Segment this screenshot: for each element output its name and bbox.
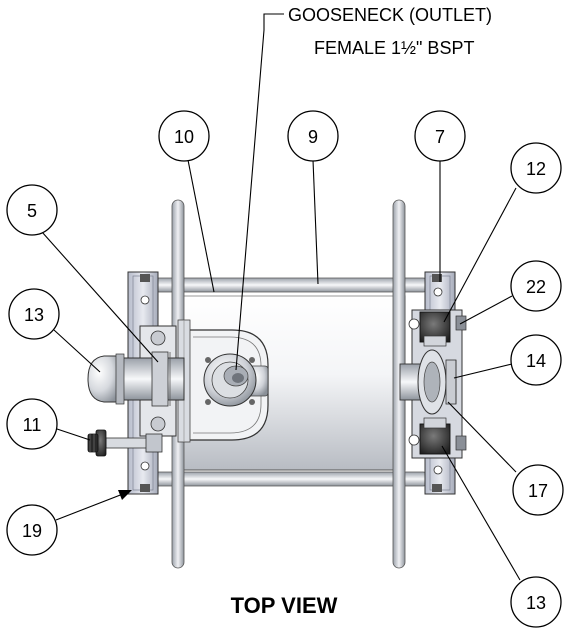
svg-text:9: 9 <box>308 127 318 147</box>
callout-bubbles: 10 9 7 12 5 22 13 14 <box>6 110 564 628</box>
view-title: TOP VIEW <box>231 593 338 618</box>
svg-text:17: 17 <box>528 481 548 501</box>
svg-text:12: 12 <box>526 159 546 179</box>
leader-lines <box>41 13 521 581</box>
outlet-label-line1: GOOSENECK (OUTLET) <box>288 5 492 25</box>
inlet-swivel <box>117 357 185 401</box>
callout-14: 14 <box>510 334 562 386</box>
svg-text:19: 19 <box>22 521 42 541</box>
outlet-label-line2: FEMALE 1½" BSPT <box>314 38 474 58</box>
brake-knob <box>87 429 107 457</box>
svg-text:5: 5 <box>27 201 37 221</box>
callout-13-right: 13 <box>510 576 562 628</box>
svg-text:7: 7 <box>435 127 445 147</box>
callout-12: 12 <box>510 142 562 194</box>
bottom-tie-rod <box>149 471 431 487</box>
callout-7: 7 <box>414 110 466 162</box>
svg-text:13: 13 <box>24 305 44 325</box>
lower-bearing-block <box>419 423 451 455</box>
callout-13-left: 13 <box>8 288 60 340</box>
svg-text:11: 11 <box>23 415 42 435</box>
svg-text:22: 22 <box>526 277 546 297</box>
callout-9: 9 <box>287 110 339 162</box>
reel-assembly <box>87 199 467 569</box>
top-tie-rod <box>149 277 431 293</box>
callout-5: 5 <box>6 184 58 236</box>
callout-10: 10 <box>158 110 210 162</box>
callout-22: 22 <box>510 260 562 312</box>
svg-text:10: 10 <box>174 127 194 147</box>
inlet-end-cap <box>87 355 121 403</box>
svg-text:14: 14 <box>526 351 546 371</box>
callout-19: 19 <box>6 504 58 556</box>
svg-text:13: 13 <box>526 593 546 613</box>
callout-17: 17 <box>512 464 564 516</box>
callout-11: 11 <box>6 398 58 450</box>
